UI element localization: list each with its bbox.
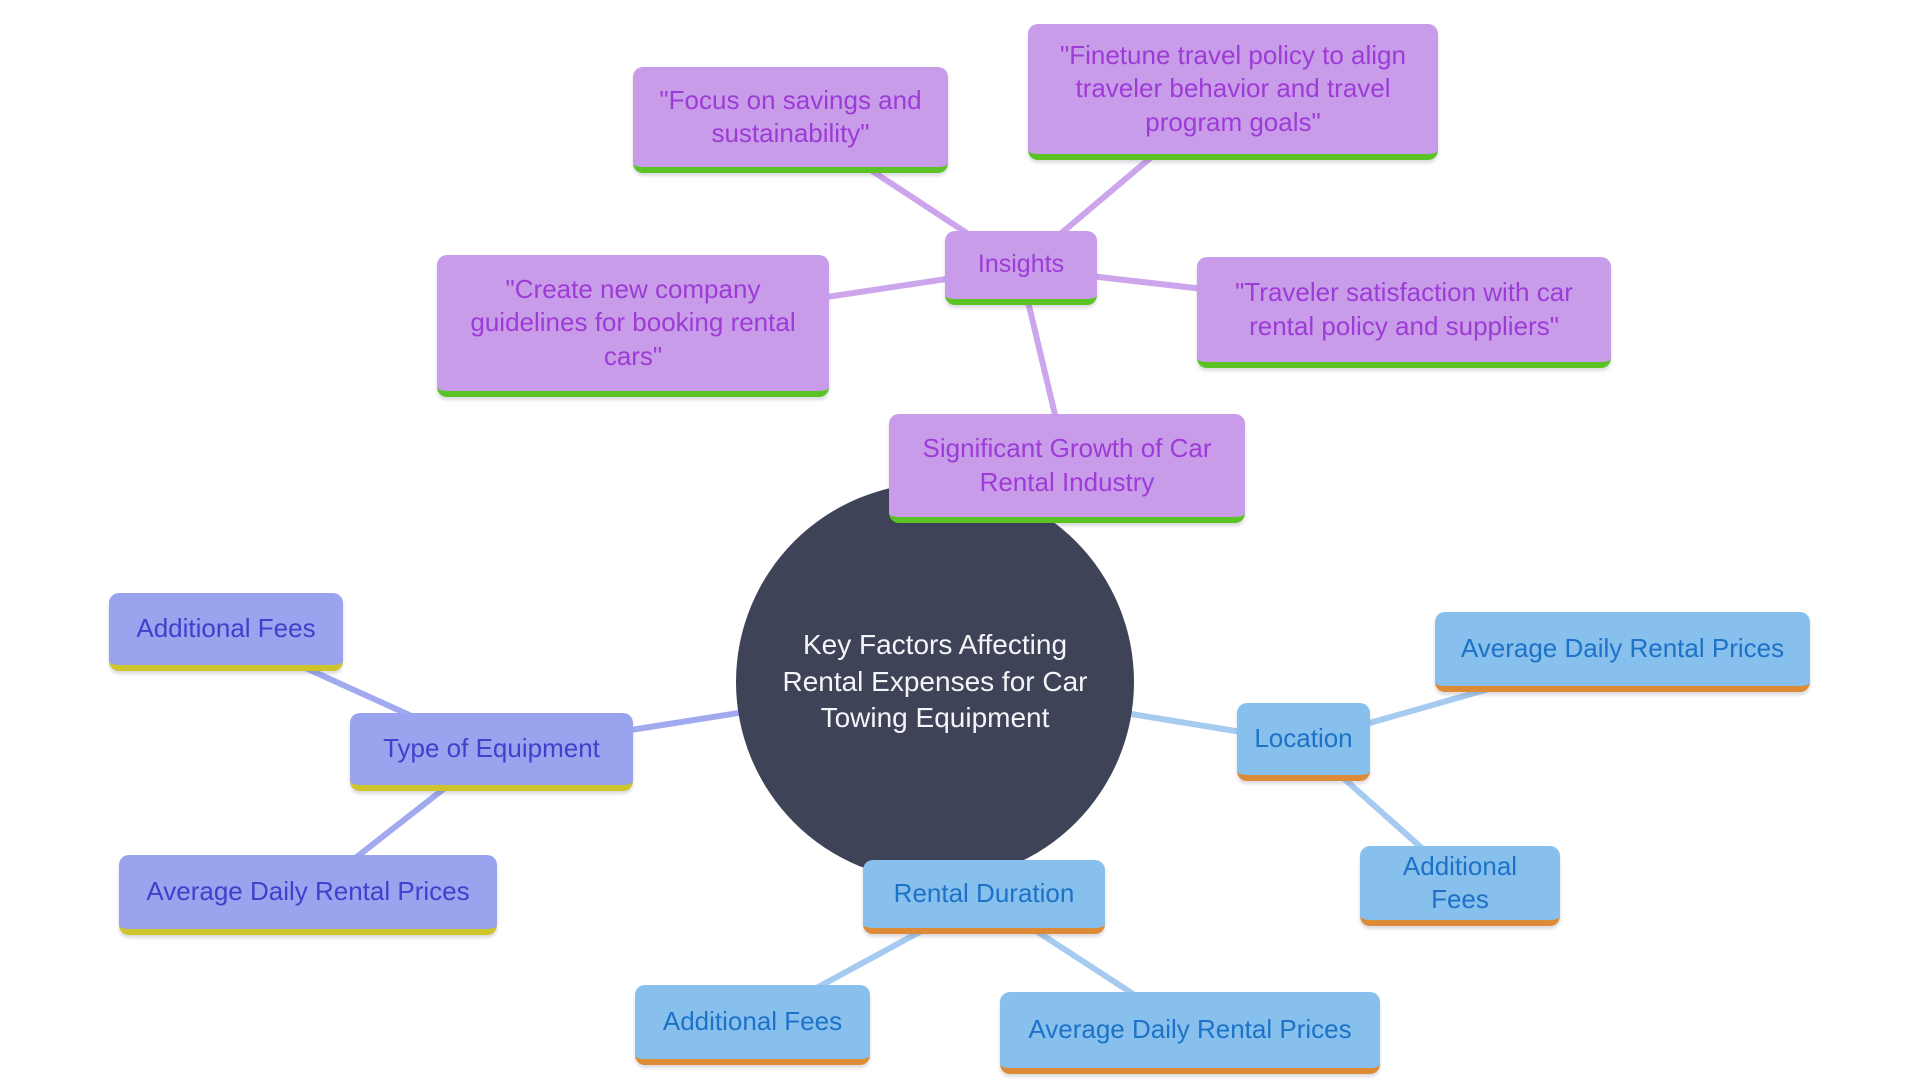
node-duration-additional-fees[interactable]: Additional Fees <box>635 985 870 1065</box>
node-label: Additional Fees <box>136 613 316 644</box>
node-location-additional-fees[interactable]: Additional Fees <box>1360 846 1560 926</box>
node-label: Additional Fees <box>662 1006 843 1037</box>
central-topic-node[interactable]: Key Factors Affecting Rental Expenses fo… <box>736 483 1134 881</box>
node-label: Insights <box>977 250 1065 279</box>
node-significant-growth[interactable]: Significant Growth of Car Rental Industr… <box>889 414 1245 523</box>
node-focus-savings[interactable]: "Focus on savings and sustainability" <box>633 67 948 173</box>
node-label: Location <box>1254 723 1353 754</box>
central-topic-label: Key Factors Affecting Rental Expenses fo… <box>782 629 1088 734</box>
node-label: Significant Growth of Car Rental Industr… <box>922 433 1212 497</box>
node-duration-average-daily-prices[interactable]: Average Daily Rental Prices <box>1000 992 1380 1074</box>
node-equipment-average-daily-prices[interactable]: Average Daily Rental Prices <box>119 855 497 935</box>
node-equipment-additional-fees[interactable]: Additional Fees <box>109 593 343 671</box>
node-type-of-equipment[interactable]: Type of Equipment <box>350 713 633 791</box>
node-label: "Focus on savings and sustainability" <box>659 84 922 148</box>
node-label: "Traveler satisfaction with car rental p… <box>1235 277 1573 341</box>
node-label: Average Daily Rental Prices <box>1028 1014 1352 1045</box>
node-create-guidelines[interactable]: "Create new company guidelines for booki… <box>437 255 829 397</box>
node-rental-duration[interactable]: Rental Duration <box>863 860 1105 934</box>
node-label: Rental Duration <box>893 878 1075 909</box>
node-location[interactable]: Location <box>1237 703 1370 781</box>
node-insights[interactable]: Insights <box>945 231 1097 305</box>
node-label: Average Daily Rental Prices <box>146 876 470 907</box>
node-label: Average Daily Rental Prices <box>1460 633 1785 664</box>
node-label: Type of Equipment <box>383 733 600 764</box>
node-finetune-travel-policy[interactable]: "Finetune travel policy to align travele… <box>1028 24 1438 160</box>
node-label: "Create new company guidelines for booki… <box>470 274 796 371</box>
node-label: Additional Fees <box>1402 850 1518 914</box>
node-traveler-satisfaction[interactable]: "Traveler satisfaction with car rental p… <box>1197 257 1611 368</box>
node-location-average-daily-prices[interactable]: Average Daily Rental Prices <box>1435 612 1810 692</box>
node-label: "Finetune travel policy to align travele… <box>1060 40 1406 137</box>
